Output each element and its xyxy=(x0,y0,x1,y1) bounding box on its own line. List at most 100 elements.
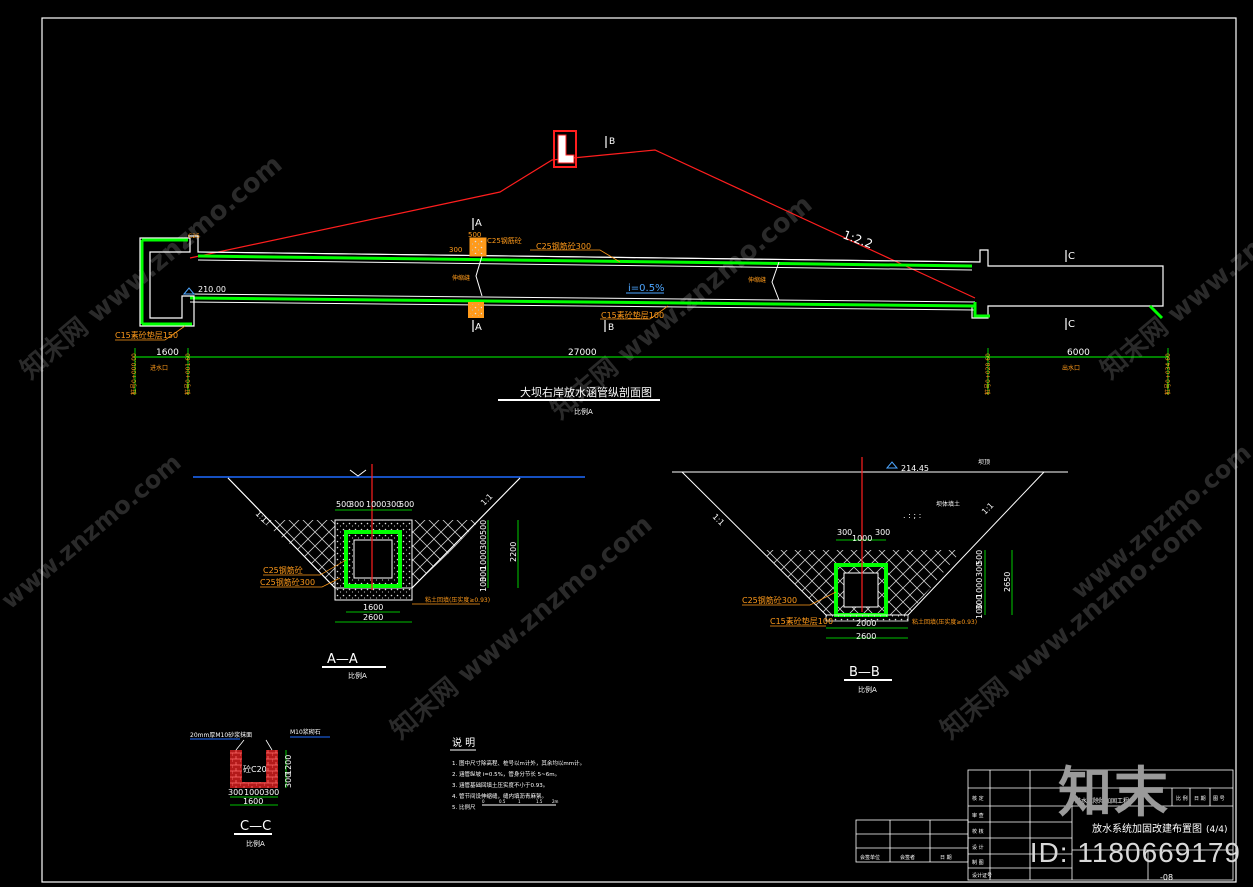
brand-logo: 知末 xyxy=(1058,761,1170,824)
dim-text: 500 xyxy=(479,520,488,535)
masonry-wall xyxy=(266,750,278,786)
note-item: 2. 涵管纵坡 i=0.5%，管身分节长 5~6m。 xyxy=(452,770,560,778)
dim-text: 300 xyxy=(264,788,279,797)
label-joint: 伸缩缝 xyxy=(452,274,470,282)
conduit-wall xyxy=(344,530,402,588)
dim-text: 2600 xyxy=(363,613,383,622)
svg-text:0: 0 xyxy=(482,799,485,804)
watermark-text: 知末网 www.znzmo.com xyxy=(1095,149,1253,385)
label-slope: 1:2.2 xyxy=(841,228,875,252)
label-cap-top: C25钢筋砼 xyxy=(487,236,522,245)
dim-text: 100 xyxy=(479,577,488,592)
station-label: 桩号0+034.60 xyxy=(1164,353,1172,395)
sheet-number: (4/4) xyxy=(1206,825,1228,835)
dim-text: 2600 xyxy=(856,632,876,641)
dim-text: 1000 xyxy=(852,534,872,543)
dim-text: 300 xyxy=(975,562,984,577)
svg-text:核 定: 核 定 xyxy=(972,795,984,802)
dim-text: 1000 xyxy=(366,500,386,509)
dim-text: 300 xyxy=(837,528,852,537)
drawing-title: 放水系统加固改建布置图 xyxy=(1092,822,1202,835)
station-label: 桩号0+000.00 xyxy=(130,353,138,395)
dim-text: 300 xyxy=(975,595,984,610)
joint-mark xyxy=(771,261,780,301)
title-block-text: 某水库除险加固工程 放水系统加固改建布置图 (4/4) -08 核 定 审 查 … xyxy=(860,795,1228,882)
title-block xyxy=(855,769,1234,881)
drawing-no: -08 xyxy=(1160,873,1173,882)
section-mark-b: B xyxy=(609,137,615,147)
station-label: 桩号0+028.60 xyxy=(984,353,992,395)
dim-text: 1600 xyxy=(243,797,263,806)
joint-mark xyxy=(475,255,483,297)
inner-label: 坝体填土 xyxy=(936,500,960,508)
section-mark-c: C xyxy=(1068,319,1075,330)
dim-text: 300 xyxy=(349,500,364,509)
watermark-text: www.znzmo.com xyxy=(1066,438,1253,604)
dim-text: 500 xyxy=(975,550,984,565)
svg-text:图 号: 图 号 xyxy=(1213,796,1225,802)
section-mark-c: C xyxy=(1068,251,1075,262)
svg-text:会签者: 会签者 xyxy=(900,854,915,861)
dim-text: 300 xyxy=(228,788,243,797)
dim-text: 27000 xyxy=(568,348,597,358)
dim-text: 1600 xyxy=(363,603,383,612)
dim-text: 1000 xyxy=(975,578,984,598)
outlet-slab xyxy=(973,302,1164,320)
label: M10浆砌石 xyxy=(290,728,321,736)
dim-text: 1000 xyxy=(244,788,264,797)
note-item: 4. 管节间设伸缩缝，缝内填沥青麻絮。 xyxy=(452,792,547,800)
slope-label: 1:1 xyxy=(479,492,494,507)
dim-text: 100 xyxy=(975,604,984,619)
dim-text: 300 xyxy=(875,528,890,537)
crest-wall xyxy=(553,130,577,168)
label-c25-top: C25钢筋砼300 xyxy=(536,241,591,251)
dam-profile-line xyxy=(189,149,976,299)
inner-label: 砼C20 xyxy=(243,764,267,774)
dim-text: 2650 xyxy=(1003,572,1012,592)
station-note: 进水口 xyxy=(150,364,168,372)
label-gradient: i=0.5% xyxy=(628,283,665,294)
dim-text: 500 xyxy=(399,500,414,509)
label: C15素砼垫层100 xyxy=(770,616,833,626)
notes-heading: 说 明 xyxy=(452,736,475,749)
dim-text: 1600 xyxy=(156,348,179,358)
profile-title: 大坝右岸放水涵管纵剖面图 xyxy=(520,385,652,399)
svg-text:设计证号: 设计证号 xyxy=(972,872,992,879)
watermark-text: www.znzmo.com xyxy=(0,448,187,614)
conduit-opening xyxy=(843,572,879,608)
crest-wall-fill xyxy=(557,134,575,164)
note-item: 1. 图中尺寸除高程、桩号以m计外，其余均以mm计。 xyxy=(452,759,585,767)
fill-label: 粘土回填(压实度≥0.93) xyxy=(912,618,977,626)
svg-text:审 查: 审 查 xyxy=(972,812,984,819)
label-dim-300: 300 xyxy=(449,246,462,254)
note-item: 3. 涵管基础回填土压实度不小于0.93。 xyxy=(452,781,548,789)
label-c15-left: C15素砼垫层150 xyxy=(115,330,178,340)
label: 20mm厚M10砂浆抹面 xyxy=(190,731,252,739)
backfill-hatch xyxy=(260,520,480,588)
slope-label: 1:1 xyxy=(980,501,995,516)
dim-text: 2000 xyxy=(856,619,876,628)
label-c15-bottom: C15素砼垫层100 xyxy=(601,310,664,320)
slope-label: 1:1 xyxy=(711,512,726,527)
watermark-text: 知末网 www.znzmo.com xyxy=(935,509,1208,745)
section-cc-title: C—C xyxy=(240,819,271,834)
dim-text: 6000 xyxy=(1067,348,1090,358)
label: C25钢筋砼300 xyxy=(742,595,797,605)
conduit-top-slab xyxy=(197,254,973,268)
profile-view: A A B B C C C25钢筋砼300 C25钢筋砼 500 300 C15… xyxy=(115,130,1172,416)
label: C25钢筋砼 xyxy=(263,565,303,575)
section-aa-title: A—A xyxy=(327,652,358,667)
label-joint: 伸缩缝 xyxy=(748,276,766,284)
section-mark-a: A xyxy=(475,218,482,229)
dim-text: 300 xyxy=(386,500,401,509)
section-cc-scale: 比例A xyxy=(246,839,265,848)
section-aa: 500 300 1000 300 500 1600 2600 500 300 1… xyxy=(193,464,585,680)
section-bb-title: B—B xyxy=(849,665,880,680)
svg-text:比 例: 比 例 xyxy=(1176,795,1188,802)
dim-text: 300 xyxy=(479,567,488,582)
conduit-opening xyxy=(353,539,393,579)
svg-text:. : ; :: . : ; : xyxy=(903,511,921,520)
dim-text: 300 xyxy=(479,535,488,550)
svg-text:制 图: 制 图 xyxy=(972,859,984,866)
